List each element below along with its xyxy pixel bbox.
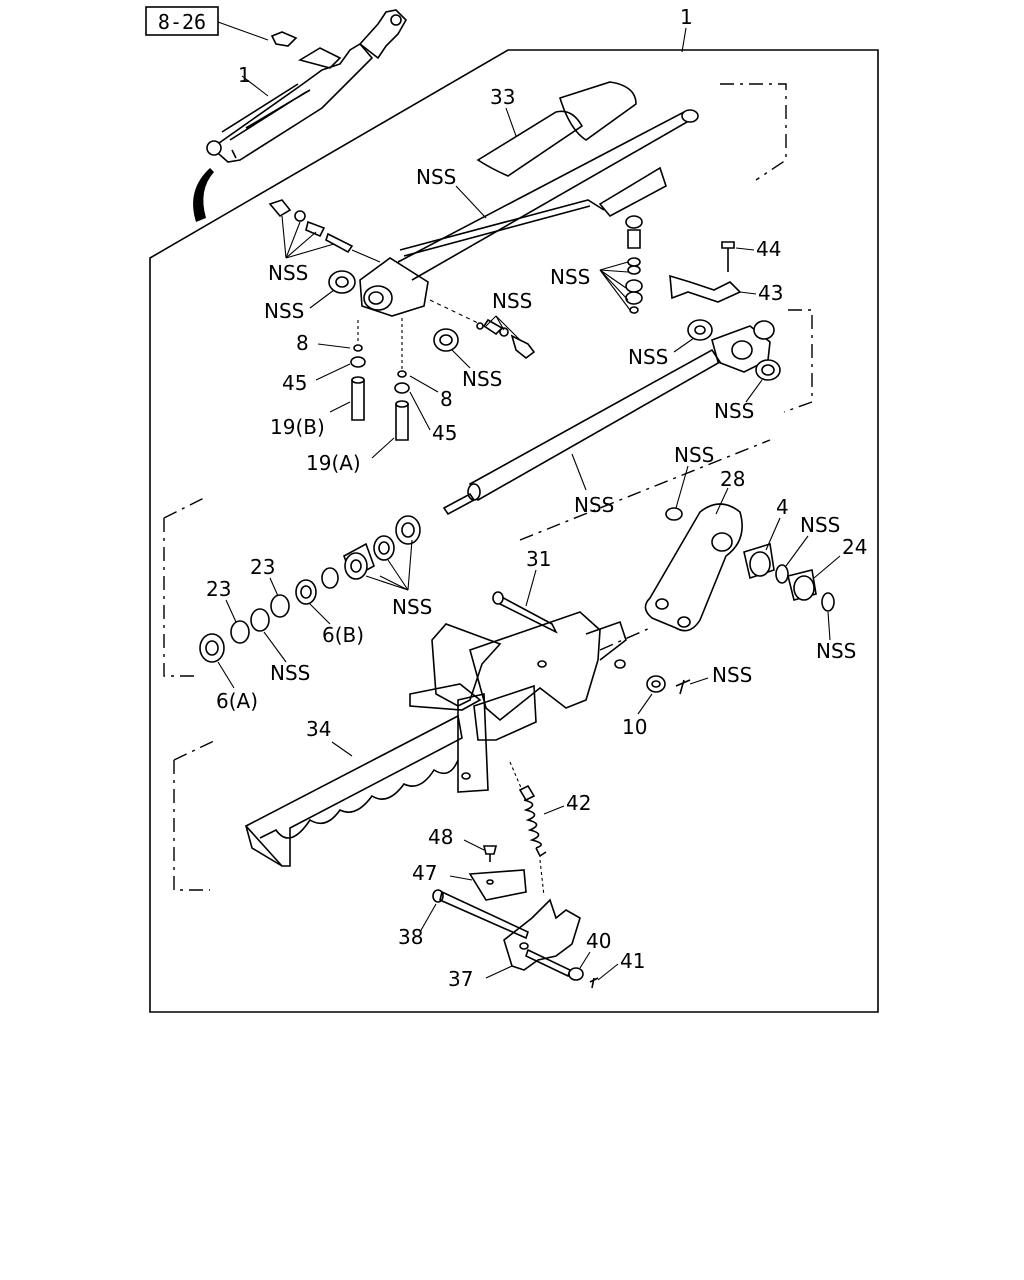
label-19a: 19(A) [306,451,361,475]
label-42: 42 [566,791,591,815]
label-23b: 23 [250,555,275,579]
label-8a: 8 [296,331,309,355]
label-nss-l: NSS [816,639,856,663]
reference-number: 8-26 [158,10,206,34]
studs-and-washers: 8 45 19(B) 8 45 19(A) [270,318,457,475]
label-23a: 23 [206,577,231,601]
label-nss-a: NSS [268,261,308,285]
label-34: 34 [306,717,331,741]
label-nss-c: NSS [416,165,456,189]
spring-42: 42 [509,761,591,897]
pitman-arm: NSS 28 4 NSS 24 NSS [644,443,867,663]
inset-label-1: 1 [238,63,251,87]
label-6a: 6(A) [216,689,258,713]
label-1: 1 [680,5,693,29]
right-bolt-stack: NSS 44 43 [550,215,783,314]
label-47: 47 [412,861,437,885]
lower-bracket-parts: 48 47 38 37 40 41 [398,825,645,991]
intermediate-shaft: NSS NSS NSS [442,319,781,517]
label-nss-o: NSS [712,663,752,687]
label-48: 48 [428,825,453,849]
label-45a: 45 [282,371,307,395]
label-6b: 6(B) [322,623,364,647]
inset-assembly: 1 [193,9,407,222]
label-nss-h: NSS [714,399,754,423]
label-nss-n: NSS [270,661,310,685]
part-33-cover: 33 [476,81,637,177]
label-43: 43 [758,281,783,305]
label-nss-i: NSS [574,493,614,517]
column-bracket: NSS NSS NSS NSS NSS [264,165,536,391]
label-10: 10 [622,715,647,739]
label-41: 41 [620,949,645,973]
channel-34: 34 [244,714,463,867]
label-nss-f: NSS [550,265,590,289]
label-19b: 19(B) [270,415,325,439]
label-24: 24 [842,535,867,559]
label-45b: 45 [432,421,457,445]
label-31: 31 [526,547,551,571]
label-28: 28 [720,467,745,491]
label-33: 33 [490,85,515,109]
diagram-frame [149,49,879,1013]
label-nss-k: NSS [800,513,840,537]
label-nss-d: NSS [492,289,532,313]
label-nss-j: NSS [674,443,714,467]
reference-box[interactable]: 1 8-26 [145,6,269,41]
label-nss-e: NSS [462,367,502,391]
label-40: 40 [586,929,611,953]
label-38: 38 [398,925,423,949]
bushing-stack: NSS 23 23 NSS 6(B) 6(A) [199,515,432,713]
label-nss-m: NSS [392,595,432,619]
label-8b: 8 [440,387,453,411]
label-4: 4 [776,495,789,519]
label-37: 37 [448,967,473,991]
label-44: 44 [756,237,781,261]
mounting-bracket: 31 NSS 10 [409,547,752,793]
label-nss-b: NSS [264,299,304,323]
label-nss-g: NSS [628,345,668,369]
upper-shaft [397,109,699,281]
